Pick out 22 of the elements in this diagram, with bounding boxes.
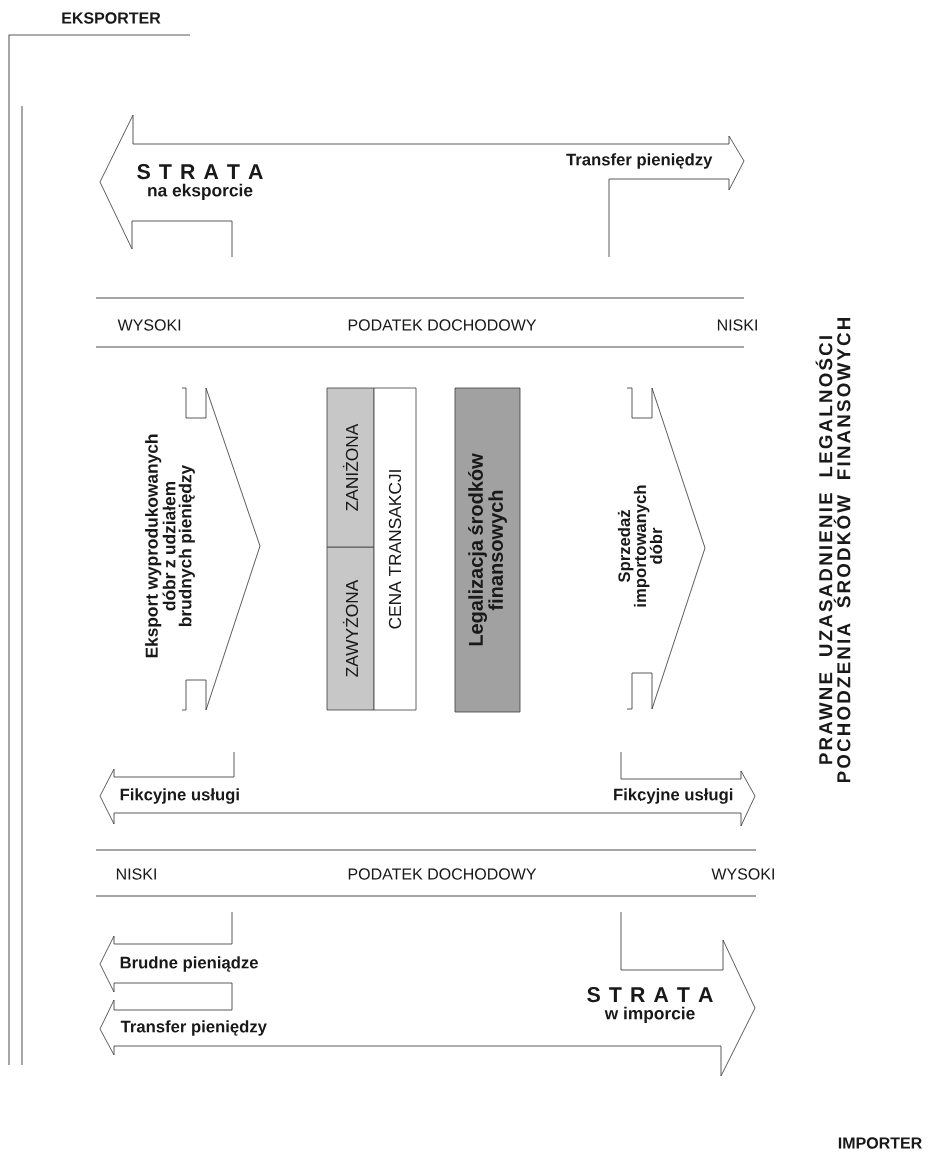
arrow-label: S T R A T A w imporcie [587, 987, 713, 1023]
price-cell: ZANIŻONA [326, 387, 375, 548]
arrow-label: S T R A T A na eksporcie [137, 164, 263, 200]
tax-level: WYSOKI [711, 868, 774, 880]
tax-level: NISKI [116, 868, 156, 880]
corner-label: EKSPORTER [62, 12, 161, 24]
price-cell: ZAWYŻONA [326, 546, 375, 711]
arrow-label: Fikcyjne usługi [120, 788, 239, 804]
tax-level: WYSOKI [117, 319, 181, 331]
legalization-box: Legalizacja środków finansowych [454, 387, 521, 713]
chevron-label: Sprzedaż importowanych dóbr [617, 485, 663, 607]
tax-level: NISKI [717, 319, 757, 331]
tax-band-label: PODATEK DOCHODOWY [348, 868, 537, 880]
arrow-label: Fikcyjne usługi [614, 788, 733, 804]
arrow-label: Transfer pieniędzy [566, 153, 713, 169]
arrow-label: Transfer pieniędzy [120, 1020, 267, 1036]
corner-label: IMPORTER [838, 1137, 922, 1149]
side-title: PRAWNE UZASADNIENIE LEGALNOŚCI POCHODZENIA ŚRODKÓW FINANSOWYCH [815, 317, 851, 783]
tax-band-label: PODATEK DOCHODOWY [348, 319, 537, 331]
price-cell: CENA TRANSAKCJI [373, 387, 417, 711]
arrow-label: Brudne pieniądze [120, 956, 258, 972]
chevron-label: Eksport wyprodukowanych dóbr z udziałem brudnych pieniędzy [145, 434, 195, 658]
